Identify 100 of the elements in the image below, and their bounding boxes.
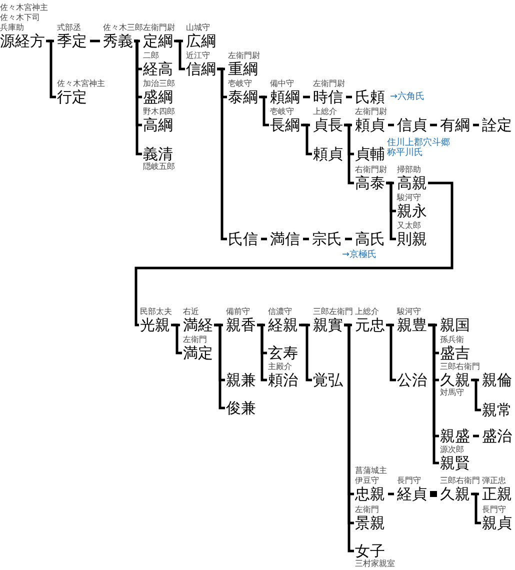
person-name: 盛治 <box>482 428 512 444</box>
person-name: 覚弘 <box>313 372 343 388</box>
rank-title: 壱岐守 <box>228 79 252 89</box>
lineage-line <box>299 324 312 382</box>
person-name: 親賢 <box>440 455 470 471</box>
rank-title: 孫兵衛 <box>440 335 464 345</box>
rank-title: 佐々木三郎 <box>103 23 143 33</box>
person-name: 時信 <box>313 89 343 105</box>
lineage-line <box>261 238 267 240</box>
rank-title: 隠岐五郎 <box>143 162 175 172</box>
person-name: 信綱 <box>186 61 216 77</box>
rank-title: 備前守 <box>226 307 250 317</box>
lineage-line <box>388 492 394 496</box>
person-name: 久親 <box>440 372 470 388</box>
person-name: 信貞 <box>397 117 427 133</box>
person-name: 貞輔 <box>355 146 385 162</box>
lineage-line <box>214 324 225 410</box>
person-name: 有綱 <box>440 117 470 133</box>
rank-title: 左衛門尉 <box>228 51 260 61</box>
person-name: 宗氏 <box>312 231 342 247</box>
rank-title: 三郎左衛門 <box>313 307 353 317</box>
lineage-line <box>430 124 437 126</box>
rank-title: 右衛門尉 <box>355 165 387 175</box>
rank-title: 左衛門尉 <box>313 79 345 89</box>
person-name: 正親 <box>482 486 512 502</box>
person-name: 広綱 <box>186 33 216 49</box>
rank-title: 対馬守 <box>440 388 464 398</box>
lineage-line <box>90 40 100 42</box>
person-name: 忠親 <box>355 486 385 502</box>
rank-title: 式部丞 <box>57 23 81 33</box>
lineage-line <box>301 124 312 156</box>
person-name: 満信 <box>270 231 300 247</box>
lineage-line <box>217 68 227 240</box>
person-name: 久親 <box>440 486 470 502</box>
lineage-line <box>346 96 352 98</box>
rank-title: 佐々木宮神主 <box>0 3 48 13</box>
person-name: 源経方 <box>0 33 45 49</box>
lineage-line <box>171 324 182 354</box>
person-name: 親盛 <box>440 428 470 444</box>
person-name: 定綱 <box>143 33 173 49</box>
rank-title: 備中守 <box>270 79 294 89</box>
person-name: 親豊 <box>397 317 427 333</box>
rank-title: 長門守 <box>482 505 506 515</box>
adoption-line <box>430 491 437 497</box>
rank-title: 佐々木下司 <box>0 13 40 23</box>
rank-title: 左衛門 <box>183 335 207 345</box>
person-name: 俊兼 <box>226 400 256 416</box>
clan-note: →六角氏 <box>390 92 425 102</box>
rank-title: 近江守 <box>186 51 210 61</box>
person-name: 経親 <box>268 317 298 333</box>
rank-title: 菖蒲城主 <box>355 466 387 476</box>
person-name: 氏頼 <box>355 89 385 105</box>
person-name: 満定 <box>183 345 213 361</box>
rank-title: 掃部助 <box>397 165 421 175</box>
lineage-line <box>345 238 352 240</box>
person-name: 景親 <box>355 515 385 531</box>
person-name: 高親 <box>397 175 427 191</box>
rank-title: 主殿介 <box>268 362 292 372</box>
person-name: 親香 <box>226 317 256 333</box>
person-name: 則親 <box>397 231 427 247</box>
rank-title: 駿河守 <box>397 193 421 203</box>
rank-title: 加治三郎 <box>143 79 175 89</box>
person-name: 詮定 <box>482 117 512 133</box>
rank-title: 三郎右衛門 <box>440 362 480 372</box>
rank-title: 民部太夫 <box>140 307 172 317</box>
person-name: 長綱 <box>270 117 300 133</box>
lineage-line <box>136 40 140 42</box>
rank-title: 源次郎 <box>440 445 464 455</box>
person-name: 光親 <box>140 317 170 333</box>
person-name: 頼治 <box>268 372 298 388</box>
rank-title: 兵庫助 <box>0 23 24 33</box>
rank-title: 伊豆守 <box>355 476 379 486</box>
lineage-line <box>174 40 185 70</box>
person-name: 親常 <box>482 402 512 418</box>
person-name: 公治 <box>397 372 427 388</box>
rank-title: 二郎 <box>143 51 159 61</box>
person-name: 高綱 <box>143 117 173 133</box>
person-name: 季定 <box>57 33 87 49</box>
person-name: 親實 <box>313 317 343 333</box>
person-name: 高氏 <box>355 231 385 247</box>
rank-title: 右近 <box>183 307 199 317</box>
person-name: 義清 <box>143 146 173 162</box>
rank-title: 弾正忠 <box>482 476 506 486</box>
person-name: 行定 <box>57 89 87 105</box>
lineage-line <box>257 324 267 382</box>
lineage-line <box>388 124 394 126</box>
lineage-line <box>428 324 439 464</box>
clan-note: →京極氏 <box>342 250 377 260</box>
person-name: 経貞 <box>397 486 427 502</box>
lineage-line <box>46 40 56 98</box>
rank-title: 左衛門 <box>355 505 379 515</box>
person-name: 高泰 <box>355 175 385 191</box>
lineage-line <box>344 124 354 184</box>
lineage-line <box>303 96 310 98</box>
rank-title: 上総介 <box>313 107 337 117</box>
rank-title: 上総介 <box>355 307 379 317</box>
rank-title: 壱岐守 <box>270 107 294 117</box>
person-name: 親国 <box>440 317 470 333</box>
rank-title: 野木四郎 <box>143 107 175 117</box>
person-name: 貞長 <box>313 117 343 133</box>
